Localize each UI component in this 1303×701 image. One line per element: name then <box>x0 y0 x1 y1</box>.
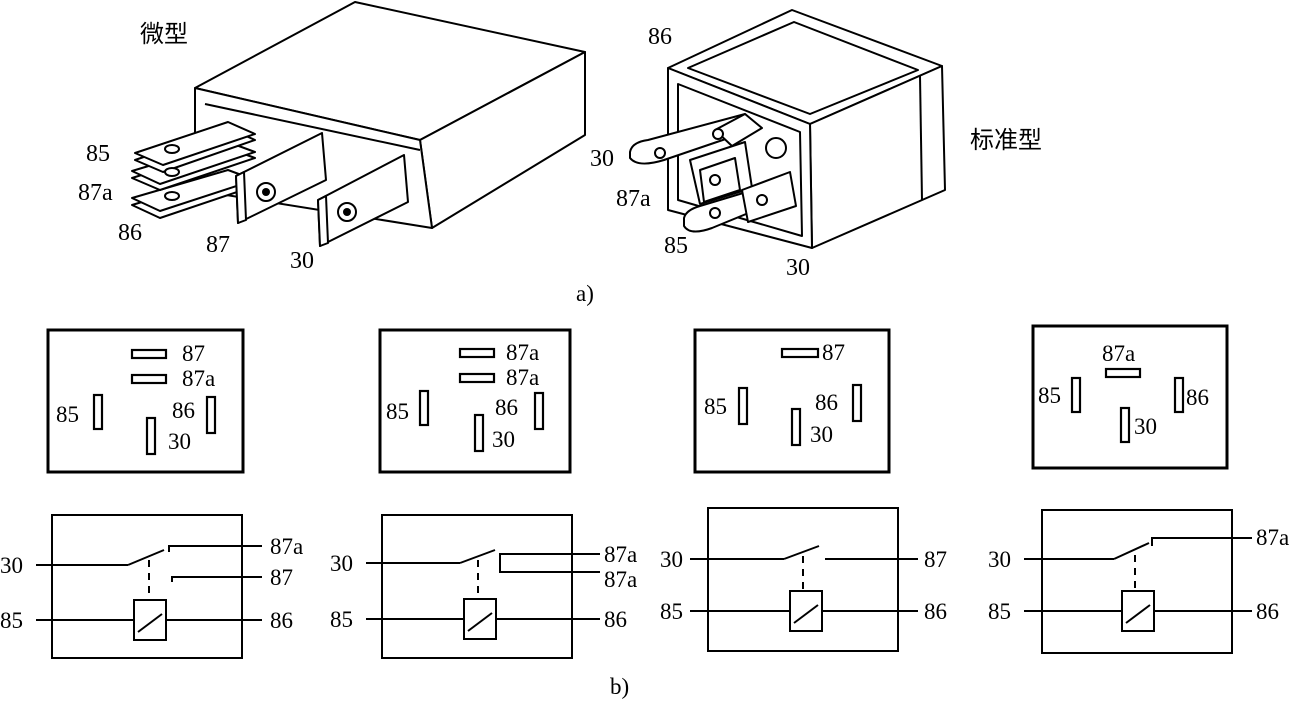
pv2-label-87a-1: 87a <box>506 340 539 365</box>
pv4-label-85: 85 <box>1038 383 1061 408</box>
pin-slot <box>473 413 485 453</box>
sch3-label-86: 86 <box>924 599 947 624</box>
pin-slot <box>130 348 168 360</box>
sch1-label-87a: 87a <box>270 534 303 559</box>
sch3-label-30: 30 <box>660 547 683 572</box>
pv3-label-86: 86 <box>815 390 838 415</box>
relay-coil <box>133 599 167 641</box>
relay-coil <box>1121 590 1155 632</box>
sch3-label-85: 85 <box>660 599 683 624</box>
std-relay-title: 标准型 <box>970 126 1042 154</box>
sch2-label-87a-2: 87a <box>604 567 637 592</box>
pin-slot <box>780 347 820 359</box>
pin-slot <box>145 416 157 456</box>
sch1-label-86: 86 <box>270 608 293 633</box>
pv1-label-87: 87 <box>182 341 205 366</box>
mini-pin-label-87: 87 <box>206 232 230 258</box>
relay-coil <box>463 598 497 640</box>
std-pin-label-86: 86 <box>648 24 672 50</box>
pin-view-2 <box>378 328 572 474</box>
pv3-label-85: 85 <box>704 394 727 419</box>
std-relay-hole <box>765 137 787 159</box>
pv1-label-85: 85 <box>56 402 79 427</box>
pin-slot <box>458 372 496 384</box>
schematic-1 <box>36 514 262 659</box>
pv4-label-87a: 87a <box>1102 341 1135 366</box>
pin-slot <box>1104 367 1142 379</box>
std-pin-label-85: 85 <box>664 233 688 259</box>
pin-slot <box>458 347 496 359</box>
pin-slot <box>851 383 863 423</box>
schematic-3 <box>690 507 918 652</box>
schematic-4 <box>1024 509 1252 654</box>
pv1-label-86: 86 <box>172 398 195 423</box>
pin-view-1 <box>46 328 245 474</box>
pv2-label-30: 30 <box>492 427 515 452</box>
relay-switch-arm <box>783 545 820 560</box>
caption-b: b) <box>610 674 629 699</box>
sch2-label-86: 86 <box>604 607 627 632</box>
mini-pin-label-85: 85 <box>86 141 110 167</box>
pin-slot <box>737 386 749 426</box>
pin-slot <box>533 391 545 431</box>
sch1-label-30: 30 <box>0 553 23 578</box>
sch4-label-87a: 87a <box>1256 525 1289 550</box>
pv3-label-30: 30 <box>810 422 833 447</box>
relay-switch-arm <box>459 549 496 564</box>
mini-relay-drawing <box>131 1 586 247</box>
schematic-2 <box>366 514 600 659</box>
pv4-label-86: 86 <box>1186 385 1209 410</box>
mini-relay-title: 微型 <box>140 20 188 48</box>
pv4-label-30: 30 <box>1134 414 1157 439</box>
sch4-label-30: 30 <box>988 547 1011 572</box>
pv1-label-87a: 87a <box>182 366 215 391</box>
relay-switch-arm <box>127 549 165 566</box>
std-pin-label-87a: 87a <box>616 186 651 212</box>
relay-switch-arm <box>1113 542 1150 560</box>
pv2-label-86: 86 <box>495 395 518 420</box>
mini-pin-label-86: 86 <box>118 220 142 246</box>
pv3-label-87: 87 <box>822 340 845 365</box>
pv1-label-30: 30 <box>168 429 191 454</box>
pin-slot <box>92 393 104 431</box>
pin-slot <box>418 389 430 427</box>
std-pin-label-30: 30 <box>590 146 614 172</box>
relay-coil <box>789 590 823 632</box>
pin-view-3 <box>693 328 891 474</box>
pv2-label-85: 85 <box>386 399 409 424</box>
pin-view-4 <box>1031 324 1229 470</box>
pin-slot <box>130 373 168 385</box>
sch2-label-87a-1: 87a <box>604 542 637 567</box>
pv2-label-87a-2: 87a <box>506 365 539 390</box>
pin-slot <box>1119 406 1131 444</box>
pin-slot <box>1173 376 1185 414</box>
sch2-label-30: 30 <box>330 551 353 576</box>
sch1-label-85: 85 <box>0 608 23 633</box>
pin-slot <box>790 407 802 447</box>
pin-slot <box>1070 376 1082 414</box>
sch2-label-85: 85 <box>330 607 353 632</box>
caption-a: a) <box>576 281 594 306</box>
standard-relay-drawing <box>629 9 946 249</box>
sch4-label-85: 85 <box>988 599 1011 624</box>
pin-slot <box>205 395 217 435</box>
mini-pin-label-30: 30 <box>290 248 314 274</box>
sch4-label-86: 86 <box>1256 599 1279 624</box>
std-pin-label-30-bottom: 30 <box>786 255 810 281</box>
sch1-label-87: 87 <box>270 565 293 590</box>
sch3-label-87: 87 <box>924 547 947 572</box>
mini-pin-label-87a: 87a <box>78 180 113 206</box>
